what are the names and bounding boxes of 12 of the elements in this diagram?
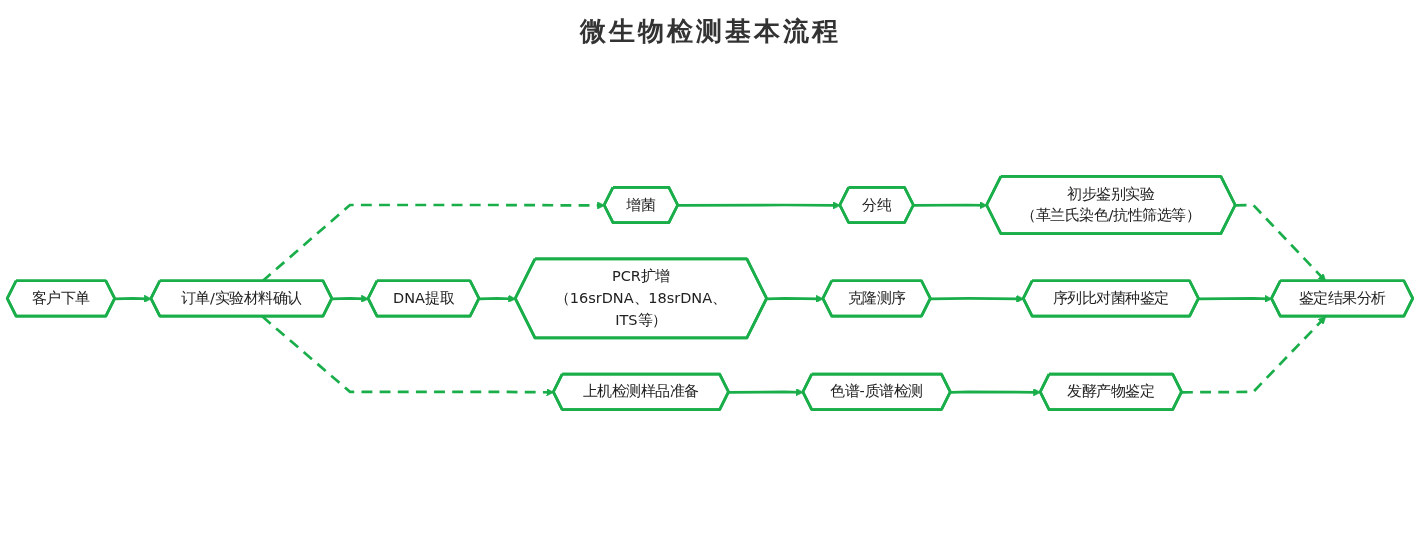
arrow (950, 388, 1042, 397)
arrow (728, 388, 804, 397)
arrow (115, 294, 152, 303)
arrow (1198, 294, 1273, 303)
arrow (913, 201, 988, 210)
arrow (479, 294, 517, 303)
diagram-title: 微生物检测基本流程 (578, 15, 842, 48)
arrow (1181, 316, 1327, 394)
arrow (930, 294, 1025, 303)
arrow (767, 294, 824, 303)
arrow (332, 294, 369, 303)
arrow (678, 201, 841, 210)
